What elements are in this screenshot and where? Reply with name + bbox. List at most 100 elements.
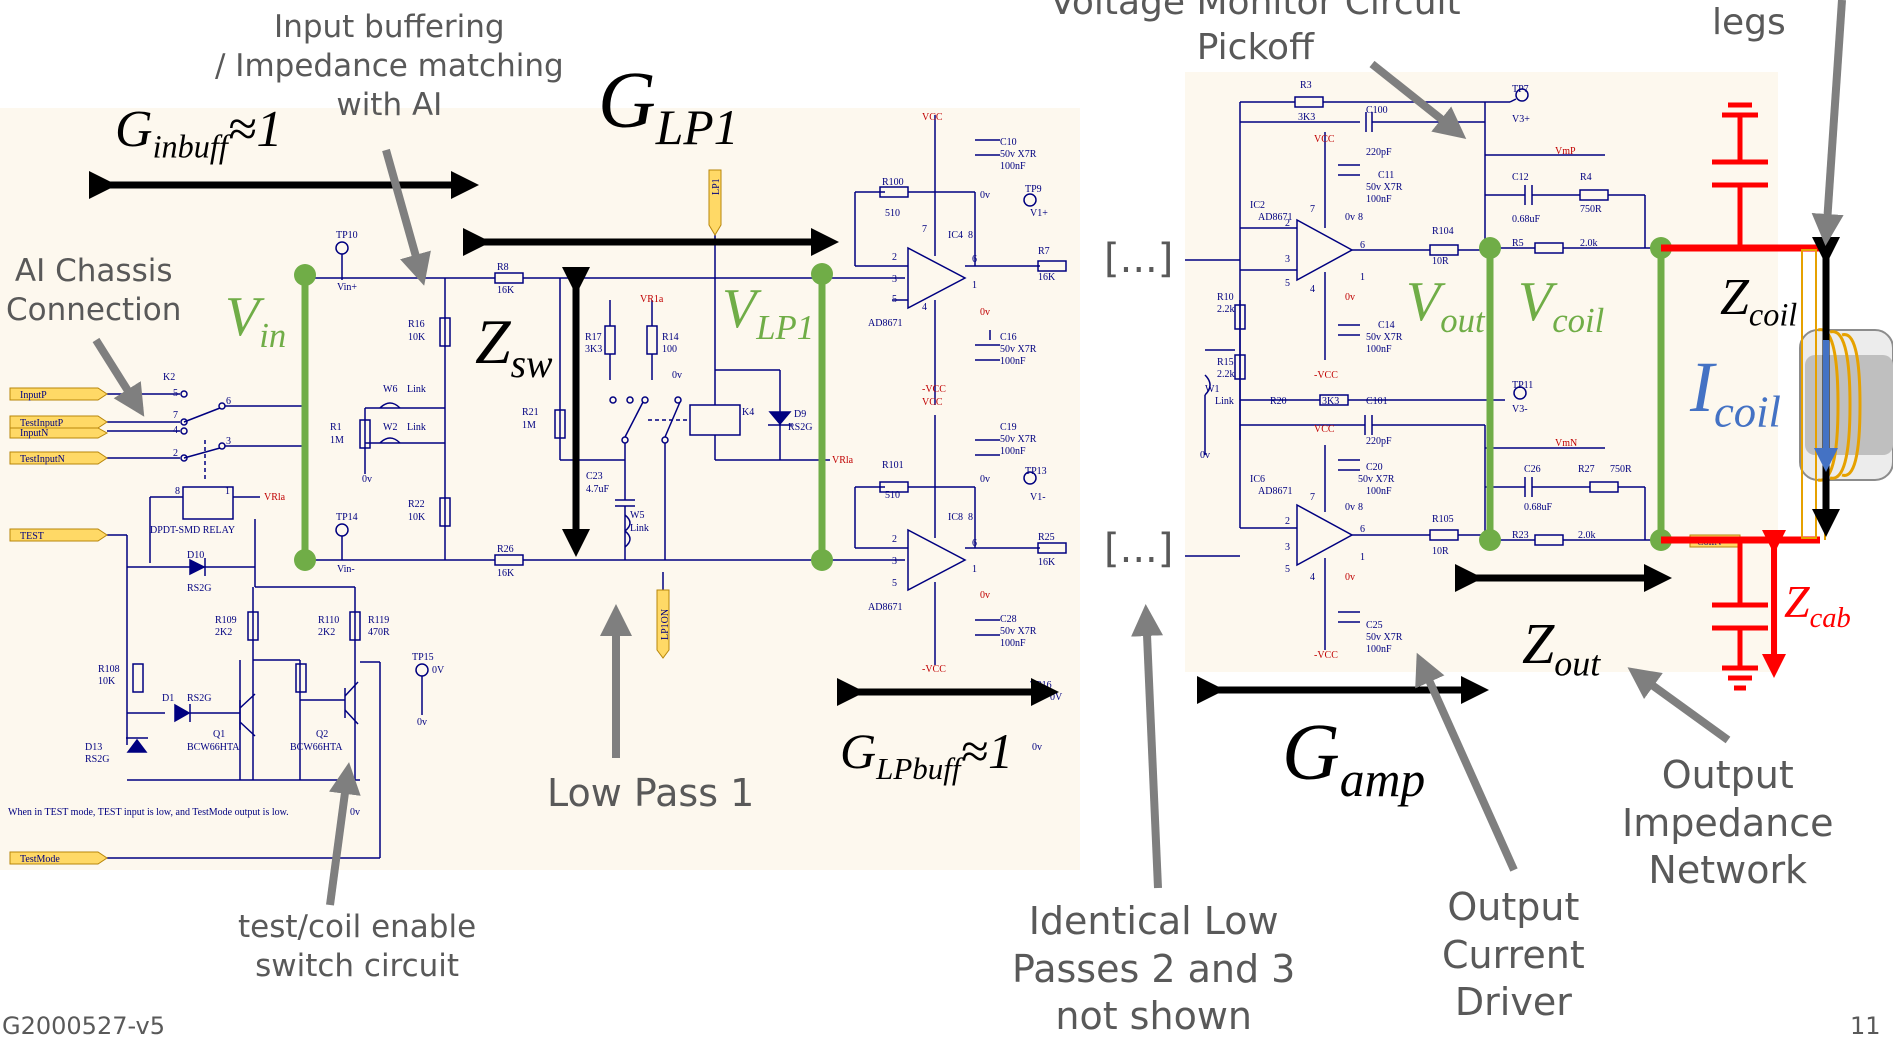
svg-text:0v: 0v (362, 474, 372, 485)
svg-text:R105: R105 (1432, 514, 1454, 525)
svg-text:0.68uF: 0.68uF (1512, 214, 1541, 225)
svg-text:16K: 16K (1038, 557, 1056, 568)
svg-text:RS2G: RS2G (788, 422, 812, 433)
svg-text:C25: C25 (1366, 620, 1383, 631)
svg-text:R108: R108 (98, 664, 120, 675)
svg-text:V3+: V3+ (1512, 114, 1530, 125)
svg-text:-VCC: -VCC (1314, 370, 1338, 381)
svg-text:510: 510 (885, 208, 900, 219)
svg-text:RS2G: RS2G (85, 754, 109, 765)
symbol-g-lpbuff: GLPbuff≈1 (840, 723, 1013, 786)
svg-text:1: 1 (972, 280, 977, 291)
svg-text:100: 100 (662, 344, 677, 355)
svg-text:IC2: IC2 (1250, 200, 1265, 211)
svg-text:5: 5 (892, 294, 897, 305)
svg-text:3K3: 3K3 (1298, 112, 1315, 123)
svg-text:3: 3 (1285, 542, 1290, 553)
svg-text:C101: C101 (1366, 396, 1388, 407)
cable-capacitor-bottom (1712, 540, 1768, 691)
svg-text:6: 6 (972, 538, 977, 549)
svg-text:5: 5 (1285, 278, 1290, 289)
svg-text:TP9: TP9 (1025, 184, 1042, 195)
svg-text:100nF: 100nF (1000, 638, 1026, 649)
svg-text:470R: 470R (368, 627, 390, 638)
svg-text:VRla: VRla (832, 455, 854, 466)
svg-text:R10: R10 (1217, 292, 1234, 303)
svg-text:2K2: 2K2 (215, 627, 232, 638)
svg-text:4: 4 (173, 425, 178, 436)
svg-text:1: 1 (972, 564, 977, 575)
svg-text:TestInputN: TestInputN (20, 454, 65, 465)
svg-text:7: 7 (173, 410, 178, 421)
svg-text:100nF: 100nF (1000, 356, 1026, 367)
svg-text:6: 6 (1360, 524, 1365, 535)
svg-text:C26: C26 (1524, 464, 1541, 475)
svg-text:510: 510 (885, 490, 900, 501)
svg-text:R16: R16 (408, 319, 425, 330)
svg-text:0V: 0V (432, 665, 445, 676)
svg-text:VCC: VCC (1314, 134, 1335, 145)
svg-text:2.0k: 2.0k (1580, 238, 1598, 249)
svg-text:VmP: VmP (1555, 146, 1576, 157)
svg-text:C16: C16 (1000, 332, 1017, 343)
svg-text:IC4: IC4 (948, 230, 963, 241)
svg-text:7: 7 (1310, 492, 1315, 503)
svg-text:0v: 0v (350, 807, 360, 818)
svg-text:C10: C10 (1000, 137, 1017, 148)
svg-text:750R: 750R (1580, 204, 1602, 215)
svg-text:R23: R23 (1512, 530, 1529, 541)
svg-text:2: 2 (173, 448, 178, 459)
symbol-g-lp1: GLP1 (598, 57, 739, 155)
svg-text:50v X7R: 50v X7R (1000, 434, 1037, 445)
svg-text:0v: 0v (1032, 742, 1042, 753)
svg-text:VR1a: VR1a (640, 294, 664, 305)
svg-text:AD8671: AD8671 (868, 602, 902, 613)
svg-text:TP15: TP15 (412, 652, 434, 663)
svg-text:3K3: 3K3 (585, 344, 602, 355)
svg-text:8: 8 (1358, 212, 1363, 223)
svg-text:0v: 0v (980, 190, 990, 201)
svg-text:TP13: TP13 (1025, 466, 1047, 477)
svg-text:DPDT-SMD RELAY: DPDT-SMD RELAY (150, 525, 235, 536)
svg-text:R26: R26 (497, 544, 514, 555)
svg-text:C23: C23 (586, 471, 603, 482)
svg-text:TP14: TP14 (336, 512, 358, 523)
symbol-g-amp: Gamp (1282, 709, 1426, 807)
svg-text:6: 6 (972, 254, 977, 265)
page-number: 11 (1850, 1012, 1881, 1040)
svg-text:0v: 0v (1345, 502, 1355, 513)
caption-output-driver: Output Current Driver (1442, 885, 1585, 1024)
left-schematic-wiring (107, 115, 1067, 859)
svg-text:0v: 0v (980, 590, 990, 601)
svg-text:1: 1 (1360, 552, 1365, 563)
symbol-v-out: Vout (1406, 271, 1485, 341)
svg-text:2: 2 (892, 252, 897, 263)
svg-text:R7: R7 (1038, 246, 1050, 257)
svg-text:50v X7R: 50v X7R (1000, 344, 1037, 355)
svg-text:C20: C20 (1366, 462, 1383, 473)
svg-text:6: 6 (1360, 240, 1365, 251)
svg-text:TestMode: TestMode (20, 854, 60, 865)
svg-text:0v: 0v (1345, 212, 1355, 223)
svg-text:TP10: TP10 (336, 230, 358, 241)
svg-text:3K3: 3K3 (1322, 396, 1339, 407)
svg-text:0v: 0v (417, 717, 427, 728)
svg-text:0v: 0v (1200, 450, 1210, 461)
svg-text:R20: R20 (1270, 396, 1287, 407)
svg-text:AD8671: AD8671 (1258, 212, 1292, 223)
svg-text:7: 7 (1310, 204, 1315, 215)
svg-text:0v: 0v (1345, 572, 1355, 583)
svg-text:50v X7R: 50v X7R (1366, 182, 1403, 193)
svg-text:R17: R17 (585, 332, 602, 343)
svg-text:100nF: 100nF (1366, 344, 1392, 355)
svg-text:R104: R104 (1432, 226, 1454, 237)
symbol-v-coil: Vcoil (1518, 271, 1605, 341)
svg-text:InputP: InputP (20, 390, 47, 401)
svg-text:C28: C28 (1000, 614, 1017, 625)
svg-text:Link: Link (630, 523, 649, 534)
svg-text:50v X7R: 50v X7R (1358, 474, 1395, 485)
port-testinputp: TestInputP (9, 415, 108, 429)
svg-text:V1-: V1- (1030, 492, 1046, 503)
svg-text:8: 8 (968, 512, 973, 523)
svg-text:W5: W5 (630, 510, 644, 521)
